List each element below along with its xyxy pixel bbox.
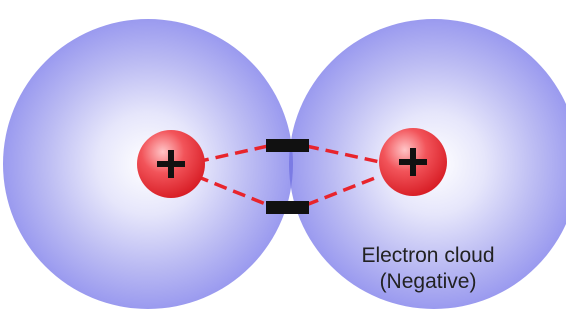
shared-electron-lower: − bbox=[266, 201, 309, 214]
cloud-label-line2: (Negative) bbox=[380, 270, 477, 293]
left-nucleus: + bbox=[137, 130, 205, 198]
attraction-line-right-upper bbox=[305, 144, 381, 164]
cloud-label-line1: Electron cloud bbox=[361, 244, 494, 267]
attraction-line-right-lower bbox=[305, 174, 381, 207]
attraction-line-left-lower bbox=[195, 174, 269, 207]
attraction-lines bbox=[195, 144, 381, 207]
attraction-line-left-upper bbox=[195, 144, 269, 164]
shared-electron-upper: − bbox=[266, 139, 309, 152]
right-nucleus: + bbox=[379, 128, 447, 196]
